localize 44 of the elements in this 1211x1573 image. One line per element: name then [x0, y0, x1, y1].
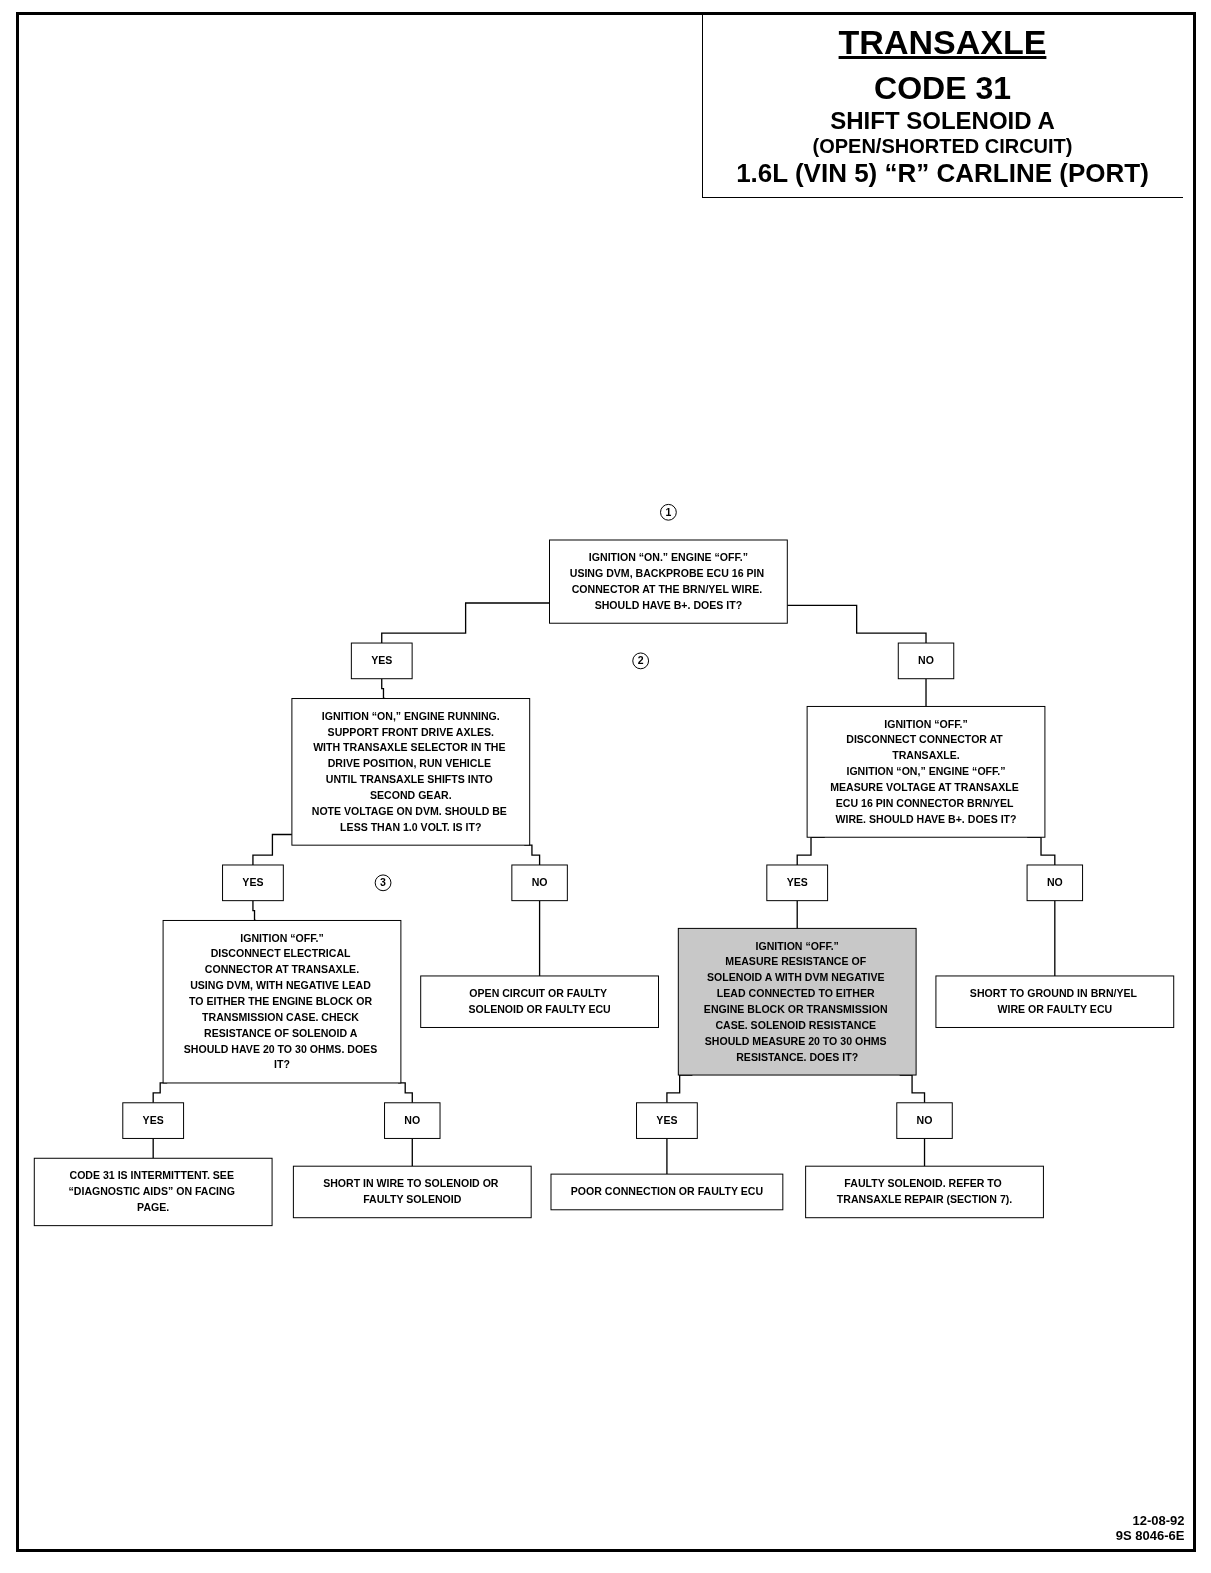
node-box: IGNITION “OFF.” MEASURE RESISTANCE OF SOLENOID A WITH DVM NEGATIVE LEAD CONNECTED TO EITHER ENGINE BLOCK OR TRANSMISSION CASE. SOLENOID RESISTANCE SHOULD MEASURE 20 TO 30 OHMS RESISTANCE. DOES IT? [677, 927, 917, 1076]
node-circle: 3 [374, 874, 391, 892]
subtitle: (OPEN/SHORTED CIRCUIT) [811, 135, 1074, 158]
node-box: OPEN CIRCUIT OR FAULTY SOLENOID OR FAULTY ECU [419, 975, 659, 1028]
connector [538, 900, 540, 977]
connector [786, 604, 927, 644]
connector [924, 678, 927, 708]
connector [923, 1137, 925, 1167]
node-box: YES [350, 642, 413, 680]
node-box: SHORT TO GROUND IN BRN/YEL WIRE OR FAULTY ECU [934, 975, 1174, 1028]
node-box: YES [221, 864, 284, 902]
code-heading: CODE 31 [873, 70, 1012, 107]
connector [251, 900, 257, 922]
document-number: 9S 8046-6E [1115, 1528, 1185, 1543]
connector [380, 602, 550, 644]
node-box: NO [510, 864, 568, 902]
title: TRANSAXLE [837, 23, 1048, 62]
node-box: NO [383, 1102, 440, 1139]
node-box: NO [897, 642, 954, 680]
connector [1053, 900, 1055, 977]
node-box: IGNITION “OFF.” DISCONNECT CONNECTOR AT TRANSAXLE. IGNITION “ON,” ENGINE “OFF.” MEASURE VOLTAGE AT TRANSAXLE ECU 16 PIN CONNECTOR BRN/YEL WIRE. SHOULD HAVE B+. DOES IT? [806, 705, 1045, 838]
subtitle: 1.6L (VIN 5) “R” CARLINE (PORT) [735, 158, 1150, 189]
node-box: NO [1026, 864, 1083, 902]
connector [796, 900, 798, 930]
connector [152, 1137, 154, 1159]
connector [251, 833, 293, 866]
node-box: IGNITION “ON,” ENGINE RUNNING. SUPPORT FRONT DRIVE AXLES. WITH TRANSAXLE SELECTOR IN THE DRIVE POSITION, RUN VEHICLE UNTIL TRANSAXLE SHIFTS INTO SECOND GEAR. NOTE VOLTAGE ON DVM. SHOULD BE LESS THAN 1.0 VOLT. IS IT? [290, 698, 530, 846]
connector [380, 678, 386, 700]
node-box: IGNITION “ON.” ENGINE “OFF.” USING DVM, BACKPROBE ECU 16 PIN CONNECTOR AT THE BRN/YEL WIRE. SHOULD HAVE B+. DOES IT? [548, 539, 788, 624]
node-box: CODE 31 IS INTERMITTENT. SEE “DIAGNOSTIC AIDS” ON FACING PAGE. [33, 1157, 273, 1227]
node-box: NO [895, 1102, 953, 1139]
node-circle: 1 [659, 503, 677, 521]
node-box: YES [765, 864, 828, 902]
subtitle: SHIFT SOLENOID A [829, 107, 1056, 135]
connector [411, 1137, 413, 1167]
node-circle: 2 [631, 652, 649, 670]
connector [665, 1137, 668, 1175]
node-box: POOR CONNECTION OR FAULTY ECU [550, 1173, 783, 1211]
node-box: YES [121, 1102, 184, 1139]
node-box: FAULTY SOLENOID. REFER TO TRANSAXLE REPAIR (SECTION 7). [804, 1165, 1044, 1219]
document-number: 12-08-92 [1131, 1513, 1185, 1528]
node-box: SHORT IN WIRE TO SOLENOID OR FAULTY SOLENOID [292, 1165, 532, 1219]
node-box: IGNITION “OFF.” DISCONNECT ELECTRICAL CONNECTOR AT TRANSAXLE. USING DVM, WITH NEGATIVE LEAD TO EITHER THE ENGINE BLOCK OR TRANSMISSION CASE. CHECK RESISTANCE OF SOLENOID A SHOULD HAVE 20 TO 30 OHMS. DOES IT? [162, 919, 401, 1084]
node-box: YES [635, 1102, 698, 1139]
